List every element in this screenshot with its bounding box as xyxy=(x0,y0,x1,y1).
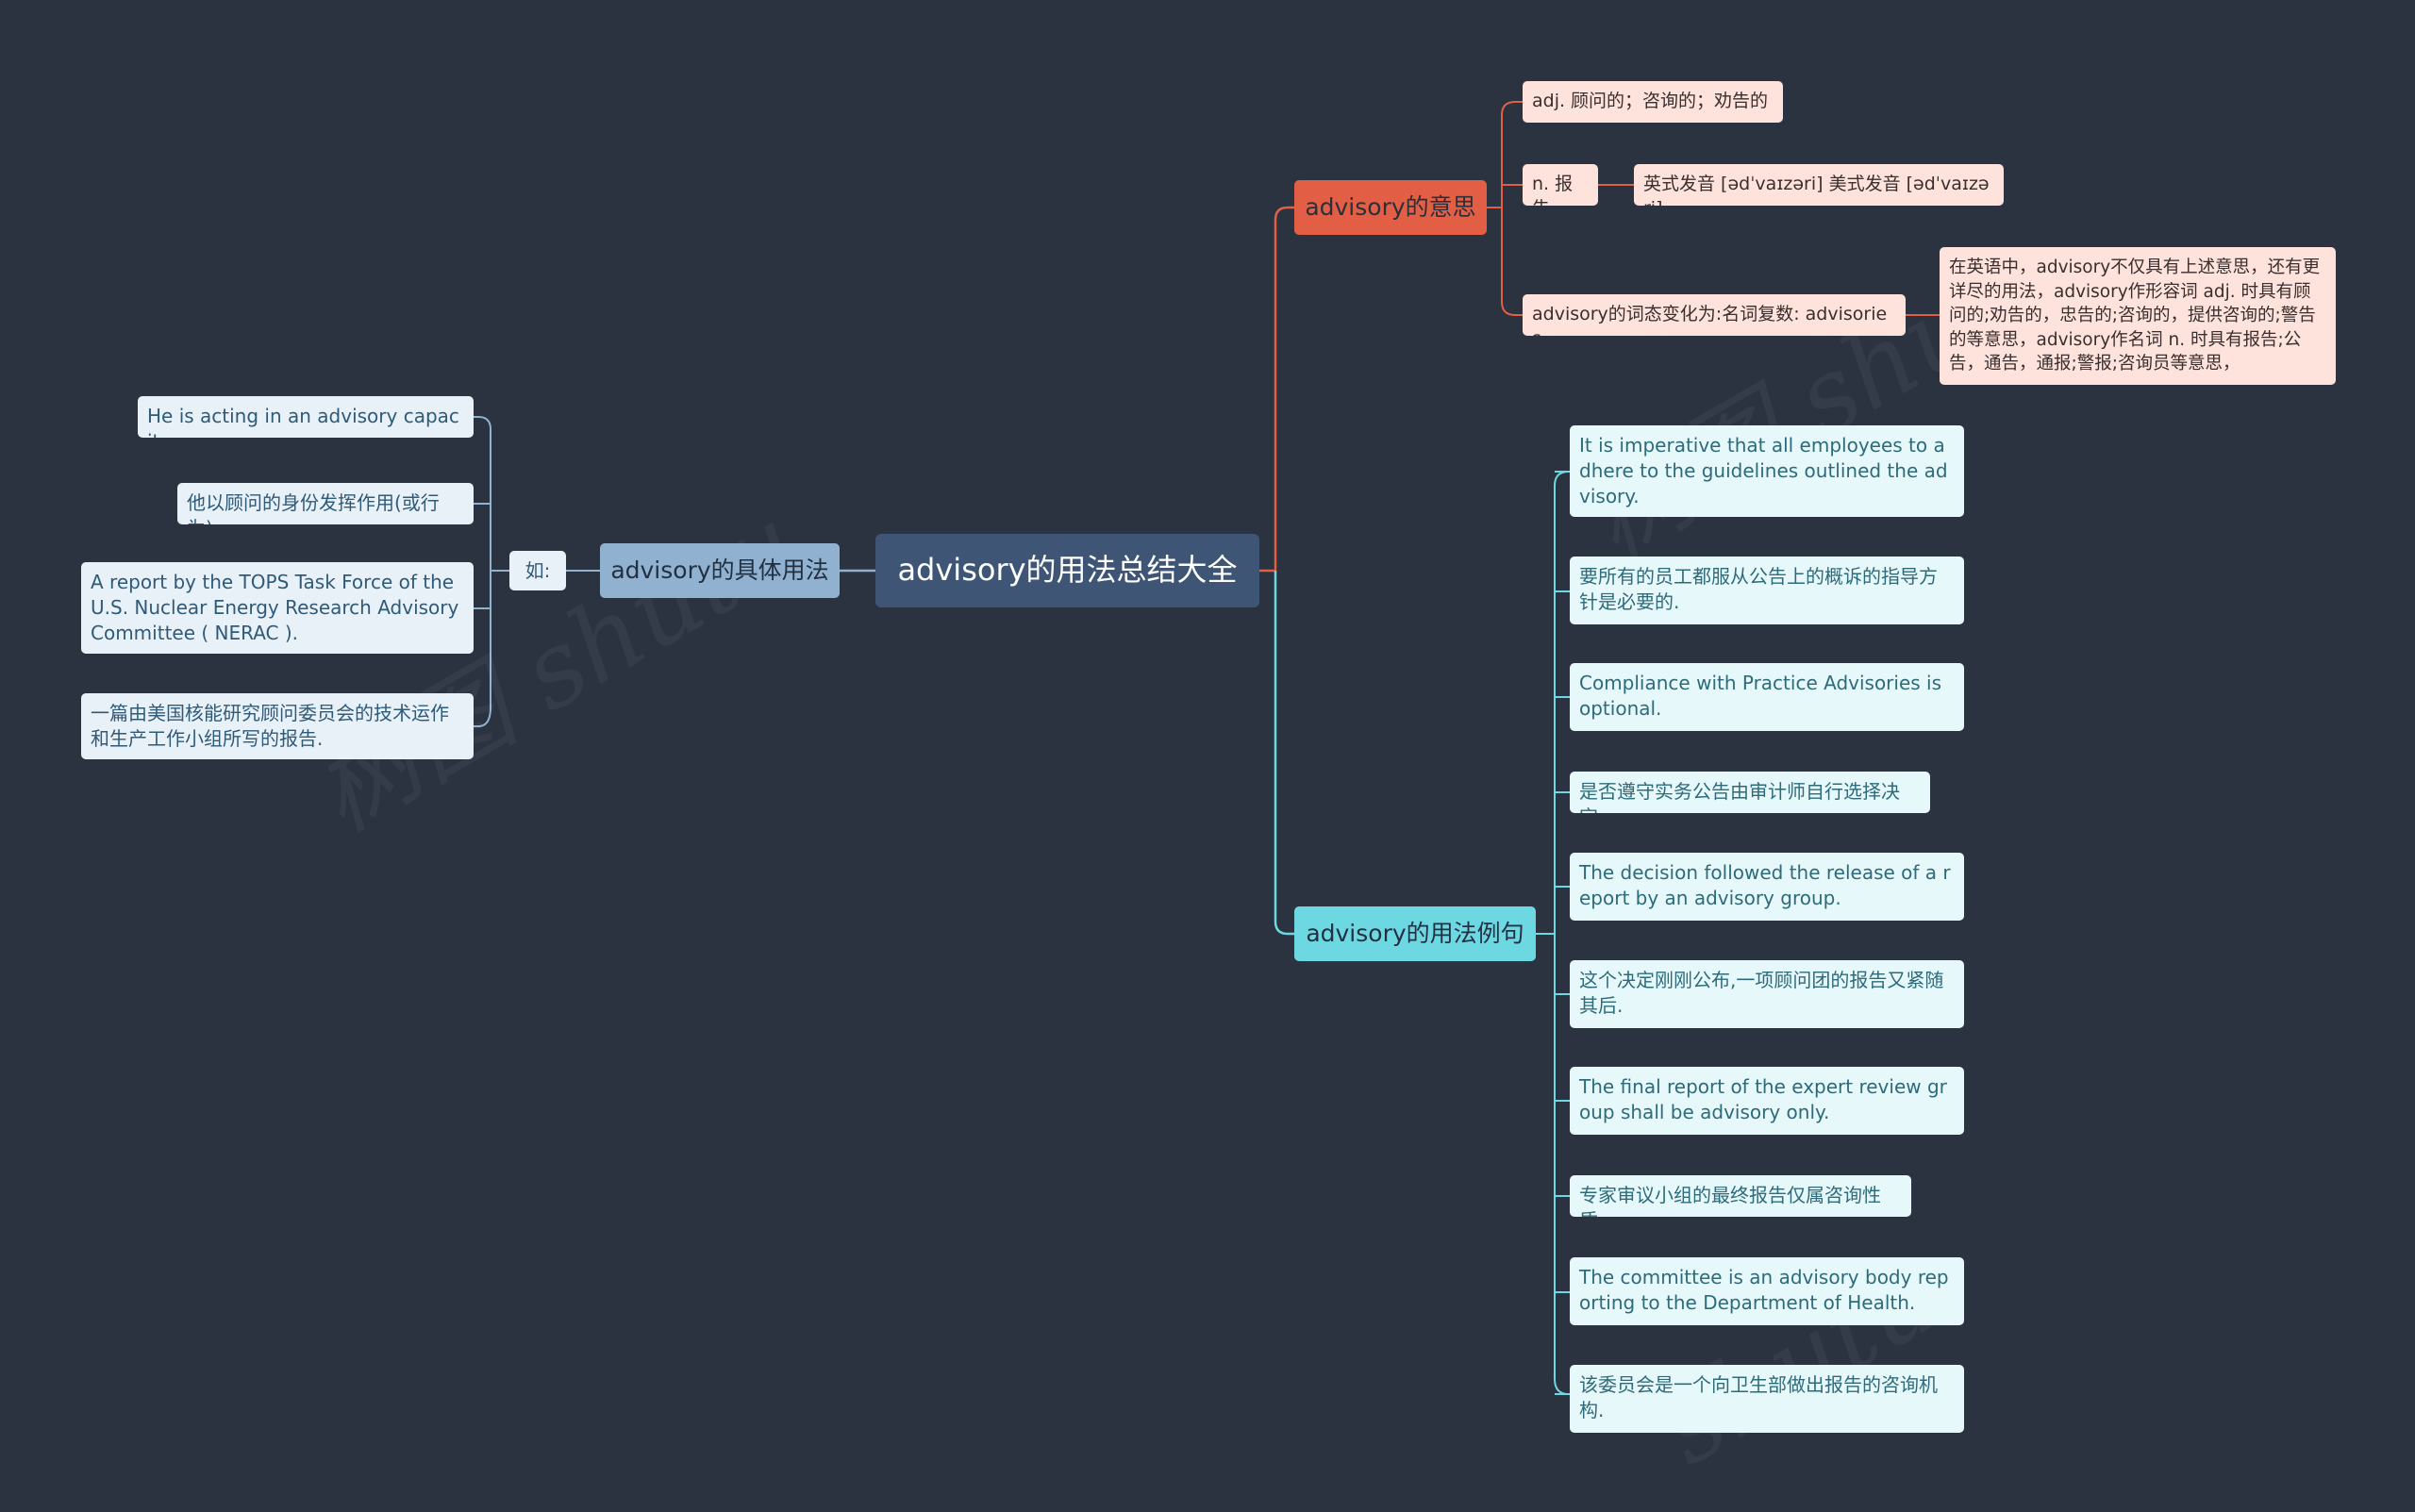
connector-to-examples xyxy=(1274,571,1294,936)
branch-usage[interactable]: advisory的具体用法 xyxy=(600,543,840,598)
example-item[interactable]: It is imperative that all employees to a… xyxy=(1570,425,1964,517)
ex-ticks xyxy=(1555,471,1570,1395)
example-item[interactable]: Compliance with Practice Advisories is o… xyxy=(1570,663,1964,731)
meaning-item-detail[interactable]: 在英语中，advisory不仅具有上述意思，还有更详尽的用法，advisory作… xyxy=(1940,247,2336,385)
example-item[interactable]: The final report of the expert review gr… xyxy=(1570,1067,1964,1135)
branch-examples[interactable]: advisory的用法例句 xyxy=(1294,906,1536,961)
usage-item[interactable]: He is acting in an advisory capacity. xyxy=(138,396,474,438)
branch-meaning[interactable]: advisory的意思 xyxy=(1294,180,1487,235)
center-topic[interactable]: advisory的用法总结大全 xyxy=(875,534,1259,607)
example-item[interactable]: 要所有的员工都服从公告上的概诉的指导方针是必要的. xyxy=(1570,557,1964,624)
example-item[interactable]: 这个决定刚刚公布,一项顾问团的报告又紧随其后. xyxy=(1570,960,1964,1028)
usage-item[interactable]: A report by the TOPS Task Force of the U… xyxy=(81,562,474,654)
meaning-item-noun[interactable]: n. 报告 xyxy=(1523,164,1598,206)
example-item[interactable]: 该委员会是一个向卫生部做出报告的咨询机构. xyxy=(1570,1365,1964,1433)
meaning-item-pronunciation[interactable]: 英式发音 [ədˈvaɪzəri] 美式发音 [ədˈvaɪzəri] xyxy=(1634,164,2004,206)
meaning-item-forms[interactable]: advisory的词态变化为:名词复数: advisories xyxy=(1523,294,1906,336)
bracket-examples xyxy=(1536,471,1570,1395)
usage-item[interactable]: 他以顾问的身份发挥作用(或行为). xyxy=(177,483,474,524)
connector-to-meaning xyxy=(1274,206,1294,571)
example-item[interactable]: The decision followed the release of a r… xyxy=(1570,853,1964,921)
example-item[interactable]: The committee is an advisory body report… xyxy=(1570,1257,1964,1325)
example-item[interactable]: 专家审议小组的最终报告仅属咨询性质. xyxy=(1570,1175,1911,1217)
bracket-usage xyxy=(474,416,509,727)
usage-item[interactable]: 一篇由美国核能研究顾问委员会的技术运作和生产工作小组所写的报告. xyxy=(81,693,474,759)
example-item[interactable]: 是否遵守实务公告由审计师自行选择决定. xyxy=(1570,772,1930,813)
meaning-item-adj[interactable]: adj. 顾问的；咨询的；劝告的 xyxy=(1523,81,1783,123)
usage-sub-eg[interactable]: 如: xyxy=(509,551,566,590)
bracket-meaning xyxy=(1487,101,1523,316)
